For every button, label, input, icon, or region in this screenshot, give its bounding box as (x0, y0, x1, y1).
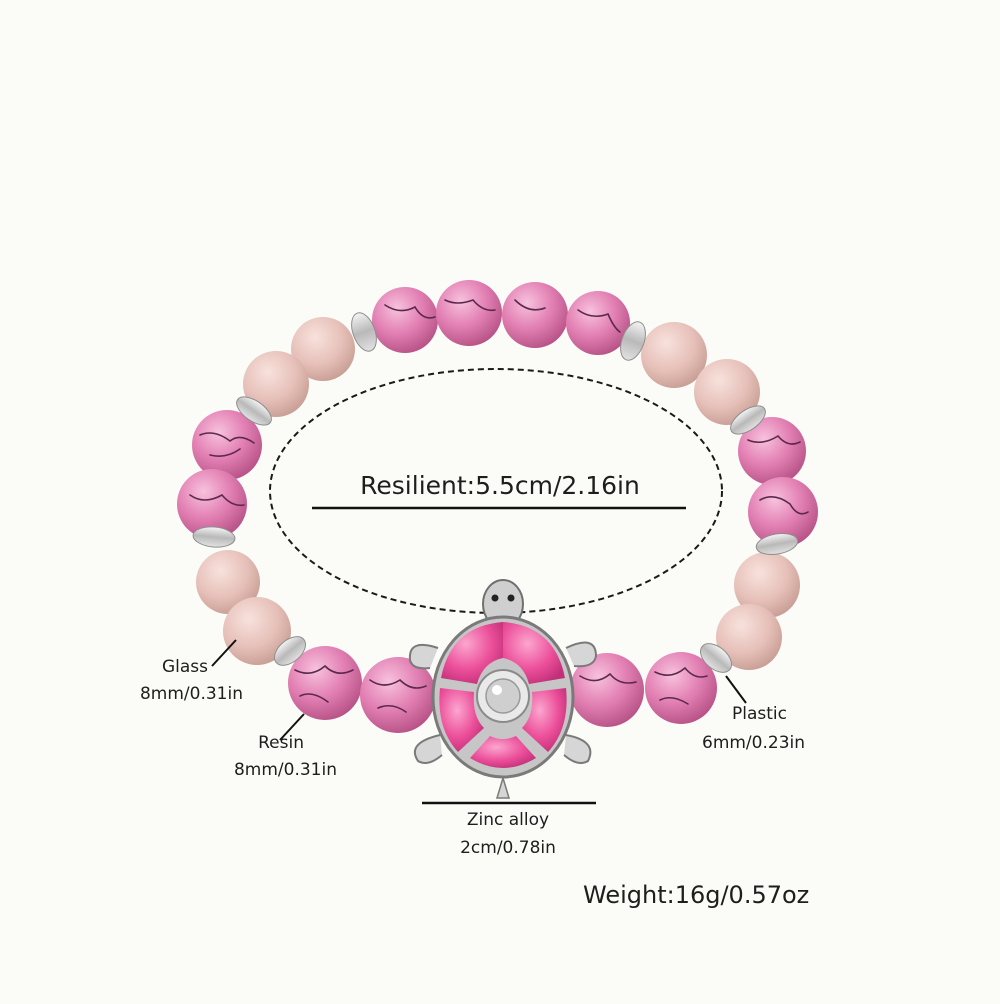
resin-veins (189, 299, 809, 713)
weight-label: Weight:16g/0.57oz (583, 881, 810, 909)
glass-beads (196, 317, 800, 670)
zinc-alloy-name-label: Zinc alloy (466, 810, 550, 830)
inner-diameter-ellipse (269, 368, 723, 614)
plastic-name-label: Plastic (732, 704, 787, 724)
resin-leader-line (279, 713, 305, 741)
glass-size-label: 8mm/0.31in (139, 684, 243, 704)
resin-name-label: Resin (258, 733, 304, 753)
plastic-size-label: 6mm/0.23in (702, 733, 806, 753)
resin-size-label: 8mm/0.31in (233, 760, 337, 780)
plastic-leader-line (725, 675, 747, 704)
resilient-label: Resilient:5.5cm/2.16in (360, 471, 640, 500)
glass-name-label: Glass (161, 657, 208, 677)
resin-beads (177, 280, 818, 733)
plastic-spacers (192, 312, 799, 673)
glass-leader-line (211, 639, 237, 667)
zinc-alloy-size-label: 2cm/0.78in (460, 838, 556, 858)
turtle-charm (408, 579, 598, 799)
